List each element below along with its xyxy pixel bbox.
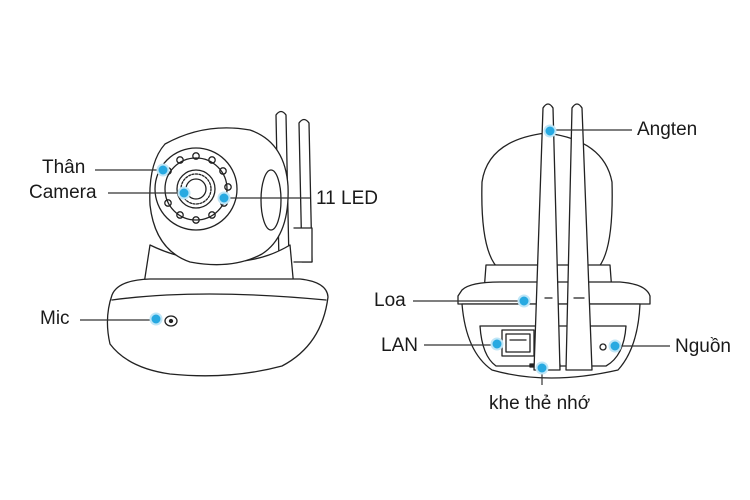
label-than: Thân xyxy=(42,157,86,178)
label-angten: Angten xyxy=(637,119,698,140)
marker-nguon xyxy=(608,339,622,353)
back-camera-illustration xyxy=(457,103,651,379)
label-camera: Camera xyxy=(29,182,97,203)
marker-than xyxy=(156,163,170,177)
marker-mic xyxy=(149,312,163,326)
label-loa: Loa xyxy=(374,290,406,311)
marker-khe-the-nho xyxy=(535,361,549,375)
marker-camera xyxy=(177,186,191,200)
label-nguon: Nguồn xyxy=(675,336,731,357)
marker-lan xyxy=(490,337,504,351)
marker-loa xyxy=(517,294,531,308)
label-khe-the-nho: khe thẻ nhớ xyxy=(489,393,591,414)
label-lan: LAN xyxy=(381,335,418,356)
marker-led xyxy=(217,191,231,205)
label-led: 11 LED xyxy=(316,188,378,209)
marker-angten xyxy=(543,124,557,138)
label-mic: Mic xyxy=(40,308,70,329)
front-camera-illustration xyxy=(106,110,329,377)
